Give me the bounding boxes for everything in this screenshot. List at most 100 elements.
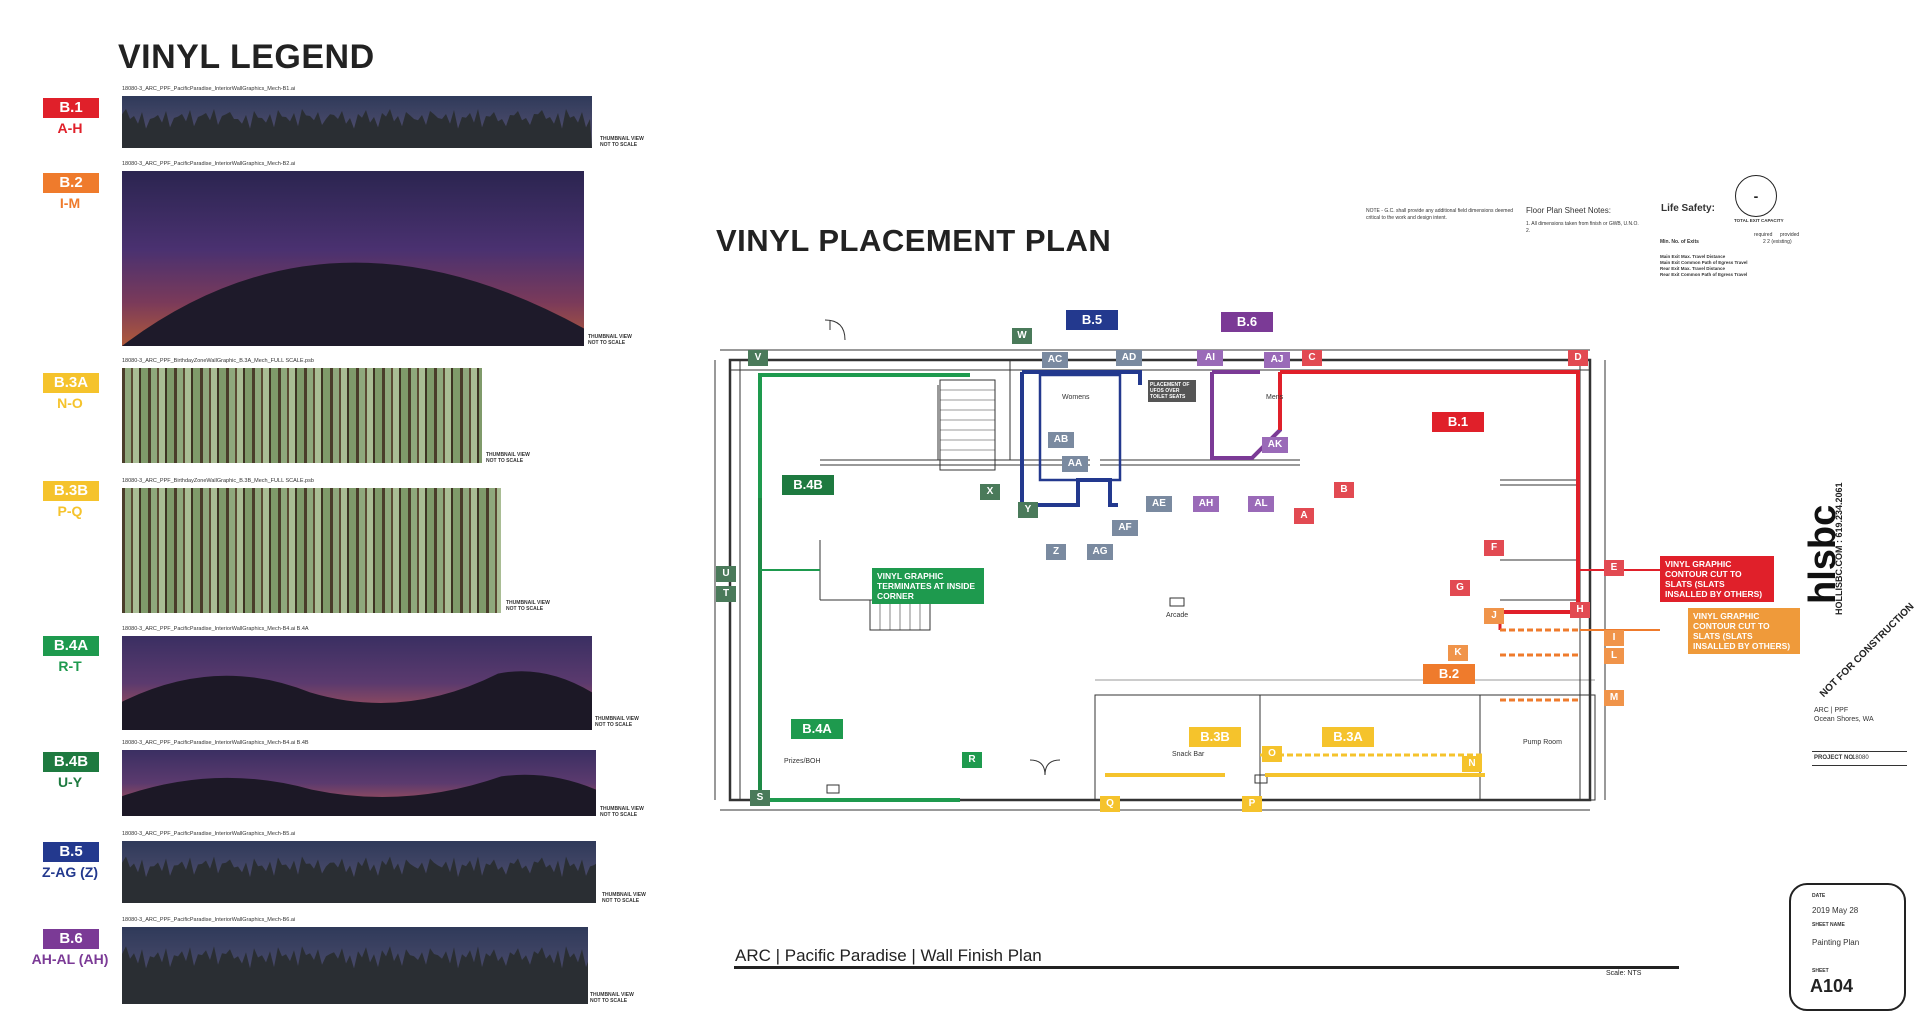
tb-rule-2 — [1812, 765, 1907, 766]
legend-thumbnail — [122, 841, 596, 903]
room-prizes: Prizes/BOH — [784, 758, 821, 765]
legend-badge: B.6 — [43, 929, 99, 949]
plan-title: VINYL PLACEMENT PLAN — [716, 223, 1112, 258]
legend-badge: B.3A — [43, 373, 99, 393]
legend-thumbnail-note: THUMBNAIL VIEW NOT TO SCALE — [486, 452, 530, 464]
tag-letter-aj: AJ — [1264, 352, 1290, 368]
tag-letter-ac: AC — [1042, 352, 1068, 368]
legend-filename: 18080-3_ARC_PPF_PacificParadise_Interior… — [122, 86, 296, 92]
tag-letter-l: L — [1604, 648, 1624, 664]
tag-letter-g: G — [1450, 580, 1470, 596]
sheet-box — [1789, 883, 1906, 1011]
legend-thumbnail — [122, 750, 596, 816]
tag-b6: B.6 — [1221, 312, 1273, 332]
tag-b3a: B.3A — [1322, 727, 1374, 747]
tag-letter-b: B — [1334, 482, 1354, 498]
room-pump: Pump Room — [1523, 739, 1562, 746]
tag-letter-d: D — [1568, 350, 1588, 366]
travel-note-1: Main Exit Max. Travel Distance — [1660, 254, 1726, 259]
legend-thumbnail — [122, 636, 592, 730]
legend-badge: B.4A — [43, 636, 99, 656]
sheet-number: A104 — [1810, 976, 1854, 996]
legend-filename: 18080-3_ARC_PPF_PacificParadise_Interior… — [122, 917, 296, 923]
legend-title: VINYL LEGEND — [118, 38, 375, 76]
project-no: 18080 — [1852, 755, 1869, 761]
tag-b3b: B.3B — [1189, 727, 1241, 747]
sheet-note-1: 1. All dimensions taken from finish or G… — [1526, 221, 1639, 227]
room-mens: Mens — [1266, 394, 1284, 401]
sheet-notes-title: Floor Plan Sheet Notes: — [1526, 206, 1611, 215]
exit-capacity-symbol: - — [1735, 175, 1777, 217]
travel-note-4: Rear Exit Common Path of Egress Travel — [1660, 272, 1748, 277]
tb-rule — [1812, 751, 1907, 752]
legend-filename: 18080-3_ARC_PPF_PacificParadise_Interior… — [122, 626, 309, 632]
legend-badge: B.4B — [43, 752, 99, 772]
min-exits-values: 2 2 (existing) — [1763, 239, 1792, 245]
legend-filename: 18080-3_ARC_PPF_BirthdayZoneWallGraphic_… — [122, 358, 314, 364]
tag-letter-m: M — [1604, 690, 1624, 706]
legend-thumbnail — [122, 488, 501, 613]
logo: hlsbc — [1802, 504, 1844, 604]
room-snack: Snack Bar — [1172, 751, 1205, 758]
tag-letter-y: Y — [1018, 502, 1038, 518]
gc-note: NOTE - G.C. shall provide any additional… — [1366, 208, 1514, 221]
provided-label: provided — [1780, 232, 1800, 238]
tag-letter-ai: AI — [1197, 350, 1223, 366]
total-exit-label: TOTAL EXIT CAPACITY — [1734, 218, 1784, 223]
tag-letter-o: O — [1262, 746, 1282, 762]
sheet-name: Painting Plan — [1812, 938, 1860, 947]
legend-range: AH-AL (AH) — [31, 951, 109, 967]
legend-range: I-M — [59, 195, 81, 211]
project-no-label: PROJECT NO. — [1814, 755, 1855, 761]
tag-letter-h: H — [1570, 602, 1590, 618]
tag-letter-v: V — [748, 350, 768, 366]
min-exits-label: Min. No. of Exits — [1660, 239, 1699, 245]
legend-range: N-O — [57, 395, 83, 411]
legend-thumbnail-note: THUMBNAIL VIEW NOT TO SCALE — [600, 806, 644, 818]
legend-badge: B.2 — [43, 173, 99, 193]
sheet-name-label: SHEET NAME — [1812, 922, 1845, 928]
tag-letter-r: R — [962, 752, 982, 768]
tag-letter-al: AL — [1248, 496, 1274, 512]
life-safety-label: Life Safety: — [1661, 203, 1715, 214]
legend-thumbnail — [122, 927, 588, 1004]
tag-letter-ah: AH — [1193, 496, 1219, 512]
footer-rule — [734, 966, 1679, 969]
room-womens: Womens — [1062, 394, 1090, 401]
legend-thumbnail — [122, 96, 592, 148]
floor-plan — [714, 319, 1660, 811]
tag-b4a: B.4A — [791, 719, 843, 739]
legend-thumbnail-note: THUMBNAIL VIEW NOT TO SCALE — [506, 600, 550, 612]
project-location: Ocean Shores, WA — [1814, 716, 1874, 723]
tag-letter-i: I — [1604, 630, 1624, 646]
sheet-label: SHEET — [1812, 968, 1829, 974]
project-name: ARC | PPF — [1814, 707, 1849, 714]
legend-range: R-T — [58, 658, 82, 674]
tag-letter-af: AF — [1112, 520, 1138, 536]
legend-thumbnail-note: THUMBNAIL VIEW NOT TO SCALE — [588, 334, 632, 346]
travel-note-3: Rear Exit Max. Travel Distance — [1660, 266, 1726, 271]
tag-b2: B.2 — [1423, 664, 1475, 684]
room-arcade: Arcade — [1166, 612, 1189, 619]
legend-thumbnail-note: THUMBNAIL VIEW NOT TO SCALE — [600, 136, 644, 148]
tag-letter-ag: AG — [1087, 544, 1113, 560]
tag-letter-a: A — [1294, 508, 1314, 524]
tag-letter-ak: AK — [1262, 437, 1288, 453]
not-for-construction: NOT FOR CONSTRUCTION — [1818, 601, 1917, 700]
legend-thumbnail-note: THUMBNAIL VIEW NOT TO SCALE — [595, 716, 639, 728]
date: 2019 May 28 — [1812, 906, 1859, 915]
footer-title: ARC | Pacific Paradise | Wall Finish Pla… — [735, 946, 1042, 965]
sheet-note-2: 2. — [1526, 228, 1531, 234]
legend-thumbnail — [122, 368, 482, 463]
callout-green: VINYL GRAPHIC TERMINATES AT INSIDE CORNE… — [872, 568, 984, 604]
tag-letter-w: W — [1012, 328, 1032, 344]
legend-badge: B.5 — [43, 842, 99, 862]
tag-b4b: B.4B — [782, 475, 834, 495]
tag-letter-n: N — [1462, 756, 1482, 772]
legend-badge: B.1 — [43, 98, 99, 118]
callout-red: VINYL GRAPHIC CONTOUR CUT TO SLATS (SLAT… — [1660, 556, 1774, 602]
tag-b5: B.5 — [1066, 310, 1118, 330]
tag-letter-ab: AB — [1048, 432, 1074, 448]
legend-filename: 18080-3_ARC_PPF_PacificParadise_Interior… — [122, 831, 296, 837]
